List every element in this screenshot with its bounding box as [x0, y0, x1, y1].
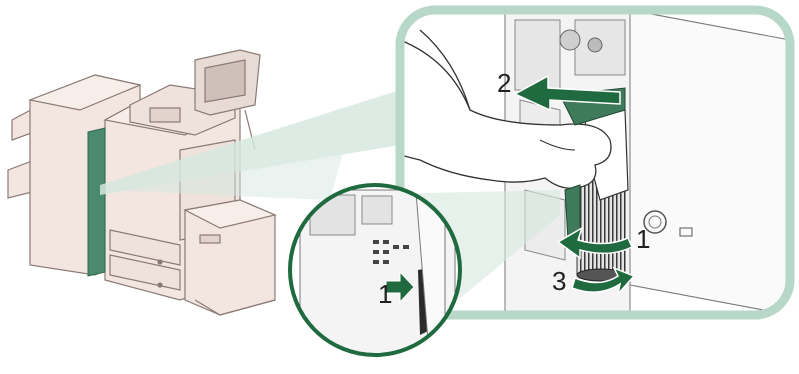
- highlighted-panel: [88, 128, 105, 276]
- step-number-lever: 1: [378, 279, 392, 309]
- step-number-pull: 2: [497, 68, 511, 98]
- step-number-knob-bottom: 3: [552, 266, 566, 296]
- step-number-knob-top: 1: [636, 224, 650, 254]
